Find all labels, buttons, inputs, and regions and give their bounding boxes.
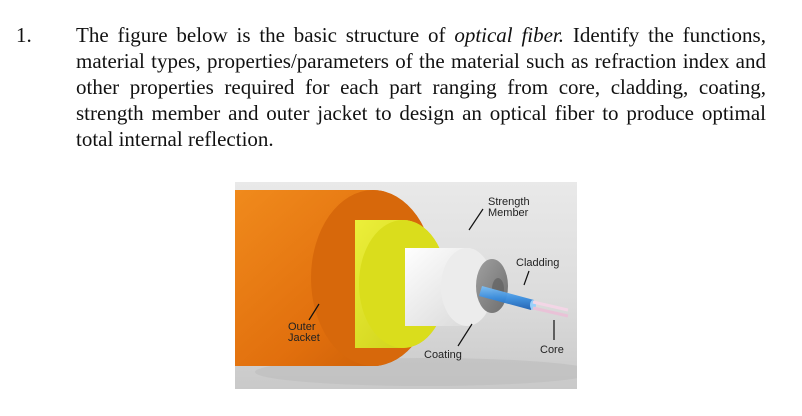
fiber-strand-upper — [532, 300, 569, 312]
question-text-part2: Identify the functions, material types, … — [76, 23, 766, 151]
coating-face — [441, 248, 493, 326]
fiber-strand-lower — [532, 306, 569, 318]
label-cladding: Cladding — [516, 257, 559, 269]
label-outer-jacket-line2: Jacket — [288, 332, 320, 344]
pointer-outer-jacket — [308, 303, 320, 321]
question-text: The figure below is the basic structure … — [76, 22, 766, 152]
question-text-part1: The figure below is the basic structure … — [76, 23, 455, 47]
core-tube — [479, 286, 534, 310]
label-strength-member-line2: Member — [488, 207, 529, 219]
label-outer-jacket-line1: Outer — [288, 321, 316, 333]
pointer-cladding — [523, 270, 530, 286]
question-block: 1. The figure below is the basic structu… — [0, 0, 802, 170]
question-text-emphasis: optical fiber. — [454, 23, 565, 47]
pointer-strength-member — [468, 208, 484, 231]
optical-fiber-diagram: Strength Member Cladding Outer Jacket Co… — [235, 182, 577, 389]
question-number: 1. — [16, 23, 32, 47]
label-strength-member-line1: Strength — [488, 196, 530, 208]
optical-fiber-figure: Strength Member Cladding Outer Jacket Co… — [235, 182, 577, 389]
label-core: Core — [540, 344, 564, 356]
label-coating: Coating — [424, 349, 462, 361]
pointer-coating — [457, 323, 473, 347]
